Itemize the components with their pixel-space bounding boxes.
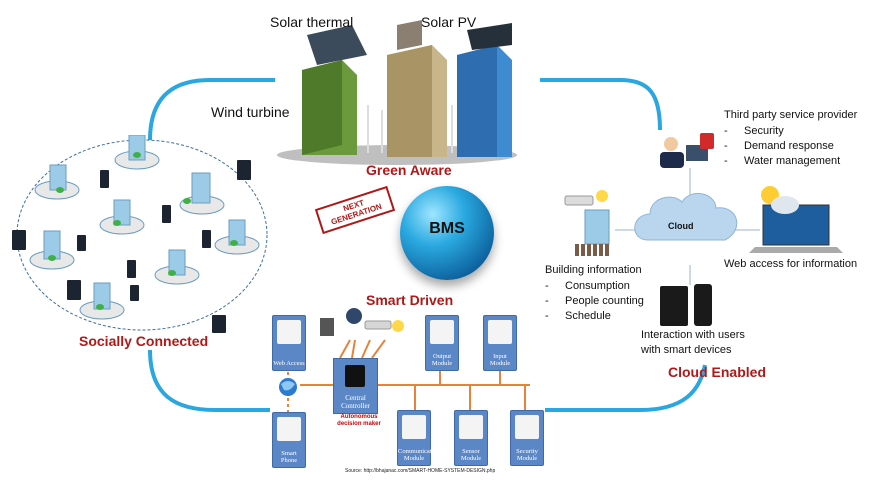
controller-device-icon xyxy=(345,365,365,387)
building-info-title: Building information xyxy=(545,264,642,276)
module-security: Security Module xyxy=(510,410,544,466)
sensor-icon xyxy=(459,415,483,439)
third-party-list: -Security -Demand response -Water manage… xyxy=(724,124,840,169)
camera-icon xyxy=(515,415,539,439)
module-web-access: Web Access xyxy=(272,315,306,371)
module-input: Input Module xyxy=(483,315,517,371)
building-info-list: -Consumption -People counting -Schedule xyxy=(545,279,644,324)
green-buildings-illustration xyxy=(272,15,522,165)
module-communication: Communication Module xyxy=(397,410,440,466)
list-item: -Demand response xyxy=(724,140,834,152)
lightbulb-icon xyxy=(430,320,454,344)
bms-orb: BMS xyxy=(400,186,494,280)
label-cloud-enabled: Cloud Enabled xyxy=(668,364,766,380)
label-solar-thermal: Solar thermal xyxy=(270,14,354,30)
label-smart-driven: Smart Driven xyxy=(366,292,454,308)
list-item: -Schedule xyxy=(545,310,611,322)
list-item: -People counting xyxy=(545,295,644,307)
third-party-title: Third party service provider xyxy=(724,109,858,121)
module-smart-phone: Smart Phone xyxy=(272,412,306,468)
label-socially-connected: Socially Connected xyxy=(79,333,209,349)
keypad-icon xyxy=(488,320,512,344)
source-note: Source: http://bhajanac.com/SMART-HOME-S… xyxy=(345,468,496,474)
label-solar-pv: Solar PV xyxy=(421,14,477,30)
cloud-label: Cloud xyxy=(668,221,694,231)
interaction-line-2: with smart devices xyxy=(641,344,732,356)
list-item: -Water management xyxy=(724,155,841,167)
module-sensor: Sensor Module xyxy=(454,410,488,466)
tablet-icon xyxy=(277,320,301,344)
label-green-aware: Green Aware xyxy=(366,162,452,178)
bms-label: BMS xyxy=(429,220,465,237)
autonomous-note: Autonomous decision maker xyxy=(337,414,381,427)
antenna-icon xyxy=(402,415,426,439)
module-output: Output Module xyxy=(425,315,459,371)
web-access-label: Web access for information xyxy=(724,258,858,270)
smartphone-icon xyxy=(277,417,301,441)
label-wind-turbine: Wind turbine xyxy=(211,104,290,120)
interaction-line-1: Interaction with users xyxy=(641,329,745,341)
list-item: -Consumption xyxy=(545,280,630,292)
social-buildings-illustration xyxy=(12,134,272,335)
module-central-controller: Central Controller xyxy=(333,358,378,414)
list-item: -Security xyxy=(724,125,784,137)
